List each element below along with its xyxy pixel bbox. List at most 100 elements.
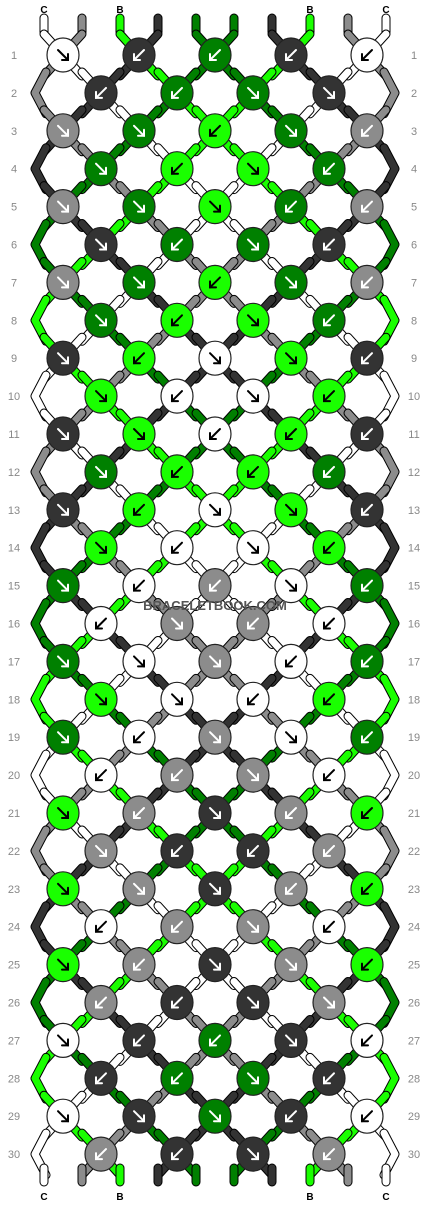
arrow-down-right-icon — [285, 958, 297, 971]
row-number-left: 21 — [8, 808, 20, 820]
arrow-down-left-icon — [323, 465, 335, 478]
arrow-down-right-icon — [171, 693, 183, 706]
arrow-down-left-icon — [285, 807, 297, 819]
row-number-left: 27 — [8, 1035, 20, 1047]
arrow-down-left-icon — [361, 1034, 373, 1047]
row-number-left: 28 — [8, 1073, 20, 1085]
arrow-down-right-icon — [57, 807, 69, 819]
arrow-down-left-icon — [323, 162, 335, 175]
row-number-right: 22 — [408, 846, 420, 858]
arrow-down-right-icon — [247, 996, 259, 1009]
arrow-down-left-icon — [323, 920, 335, 933]
arrow-down-left-icon — [95, 617, 107, 630]
arrow-down-left-icon — [361, 428, 373, 440]
arrow-down-left-icon — [209, 49, 221, 61]
strand-label-bottom: E — [155, 1192, 162, 1203]
row-number-left: 4 — [11, 164, 17, 176]
arrow-down-left-icon — [133, 579, 145, 592]
row-number-left: 30 — [8, 1149, 20, 1161]
arrow-down-right-icon — [209, 200, 221, 213]
arrow-down-left-icon — [361, 49, 373, 61]
arrow-down-right-icon — [209, 503, 221, 516]
arrow-down-left-icon — [171, 1072, 183, 1085]
arrow-down-right-icon — [57, 1034, 69, 1047]
arrow-down-right-icon — [323, 996, 335, 1009]
arrow-down-right-icon — [247, 1072, 259, 1085]
row-number-left: 11 — [8, 429, 19, 441]
arrow-down-right-icon — [95, 390, 107, 403]
arrow-down-right-icon — [247, 314, 259, 327]
row-number-right: 14 — [408, 543, 420, 555]
strand-label-bottom: C — [40, 1192, 47, 1203]
arrow-down-left-icon — [171, 465, 183, 478]
arrow-down-left-icon — [171, 541, 183, 554]
row-number-left: 17 — [8, 656, 20, 668]
arrow-down-left-icon — [171, 162, 183, 175]
row-number-right: 15 — [408, 581, 420, 593]
arrow-down-right-icon — [57, 655, 69, 668]
arrow-down-left-icon — [285, 49, 297, 61]
row-number-left: 22 — [8, 846, 20, 858]
arrow-down-right-icon — [95, 541, 107, 554]
arrow-down-right-icon — [133, 428, 145, 440]
arrow-down-left-icon — [361, 958, 373, 971]
arrow-down-left-icon — [285, 882, 297, 895]
arrow-down-left-icon — [361, 200, 373, 213]
arrow-down-right-icon — [57, 503, 69, 516]
arrow-down-left-icon — [247, 693, 259, 706]
strand-label-bottom: D — [344, 1192, 351, 1203]
row-number-right: 30 — [408, 1149, 420, 1161]
strand-label-top: A — [192, 5, 199, 16]
row-number-left: 18 — [8, 694, 20, 706]
arrow-down-left-icon — [95, 1148, 107, 1161]
row-number-left: 20 — [8, 770, 20, 782]
strand-label-top: D — [344, 5, 351, 16]
arrow-down-left-icon — [361, 503, 373, 516]
arrow-down-left-icon — [361, 731, 373, 744]
watermark-text: BRACELETBOOK.COM — [143, 598, 287, 613]
row-number-left: 15 — [8, 581, 20, 593]
arrow-down-left-icon — [323, 617, 335, 630]
arrow-down-left-icon — [209, 1034, 221, 1047]
arrow-down-left-icon — [209, 579, 221, 592]
arrow-down-left-icon — [247, 617, 259, 630]
row-number-left: 29 — [8, 1111, 20, 1123]
row-number-right: 13 — [408, 505, 420, 517]
row-number-right: 18 — [408, 694, 420, 706]
arrow-down-left-icon — [171, 314, 183, 327]
row-number-left: 19 — [8, 732, 20, 744]
strand-label-top: D — [78, 5, 85, 16]
arrow-down-left-icon — [361, 579, 373, 592]
row-number-left: 10 — [8, 391, 20, 403]
arrow-down-left-icon — [171, 769, 183, 782]
row-number-left: 5 — [11, 202, 17, 214]
arrow-down-right-icon — [209, 731, 221, 744]
arrow-down-left-icon — [285, 1110, 297, 1123]
row-number-right: 3 — [411, 126, 417, 138]
strand-label-top: A — [230, 5, 237, 16]
row-number-left: 3 — [11, 126, 17, 138]
arrow-down-left-icon — [209, 428, 221, 440]
arrow-down-right-icon — [57, 1110, 69, 1123]
strand-label-top: B — [306, 5, 313, 16]
arrow-down-right-icon — [57, 428, 69, 440]
row-number-right: 16 — [408, 619, 420, 631]
strand-label-bottom: E — [269, 1192, 276, 1203]
row-number-right: 12 — [408, 467, 420, 479]
row-number-left: 25 — [8, 960, 20, 972]
arrow-down-left-icon — [323, 693, 335, 706]
row-number-left: 2 — [11, 88, 17, 100]
arrow-down-right-icon — [57, 276, 69, 289]
arrow-down-right-icon — [133, 276, 145, 289]
row-number-right: 17 — [408, 656, 420, 668]
arrow-down-left-icon — [361, 807, 373, 819]
row-number-right: 21 — [408, 808, 420, 820]
row-number-right: 19 — [408, 732, 420, 744]
row-number-right: 8 — [411, 315, 417, 327]
arrow-down-right-icon — [95, 693, 107, 706]
row-number-right: 4 — [411, 164, 417, 176]
arrow-down-left-icon — [133, 731, 145, 744]
